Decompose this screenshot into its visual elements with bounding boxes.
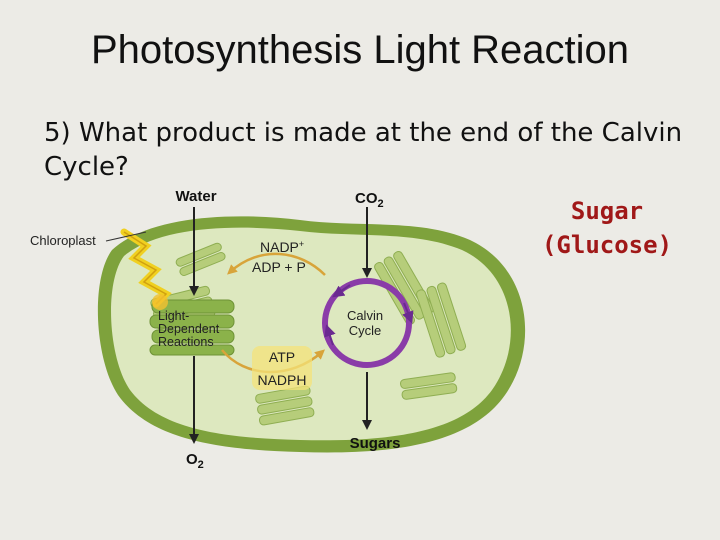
atp-nadph-highlight [252, 346, 312, 390]
light-dependent-stack [149, 299, 235, 356]
sunlight-bolt-edge [123, 231, 168, 305]
answer-line-2: (Glucose) [541, 231, 673, 259]
chloroplast-label: Chloroplast [30, 233, 96, 248]
calvin-label-1: Calvin [347, 308, 383, 323]
calvin-cycle-arrow-1 [402, 302, 414, 324]
calvin-cycle-arrow-3 [332, 284, 351, 298]
answer-line-1: Sugar [570, 197, 644, 225]
o2-label: O2 [186, 451, 204, 471]
question-text: 5) What product is made at the end of th… [44, 118, 683, 182]
adp-label: ADP + P [252, 259, 306, 275]
nadp-label: NADP+ [260, 239, 304, 255]
light-dependent-label-3: Reactions [158, 335, 214, 349]
slide-title: Photosynthesis Light Reaction [90, 28, 630, 72]
sugars-label: Sugars [350, 435, 401, 452]
sunlight-glow [152, 294, 168, 310]
nadph-label: NADPH [257, 372, 306, 388]
calvin-cycle-arrow-2 [324, 324, 336, 346]
atp-label: ATP [269, 349, 295, 365]
water-label: Water [175, 188, 216, 205]
answer-text: Sugar (Glucose) [522, 194, 692, 262]
calvin-label-2: Cycle [349, 323, 382, 338]
co2-label: CO2 [355, 190, 384, 210]
light-dependent-label-1: Light- [158, 309, 189, 323]
chloroplast-pointer [105, 231, 147, 242]
nadp-return-arrow [227, 252, 326, 276]
light-dependent-label-2: Dependent [158, 322, 220, 336]
